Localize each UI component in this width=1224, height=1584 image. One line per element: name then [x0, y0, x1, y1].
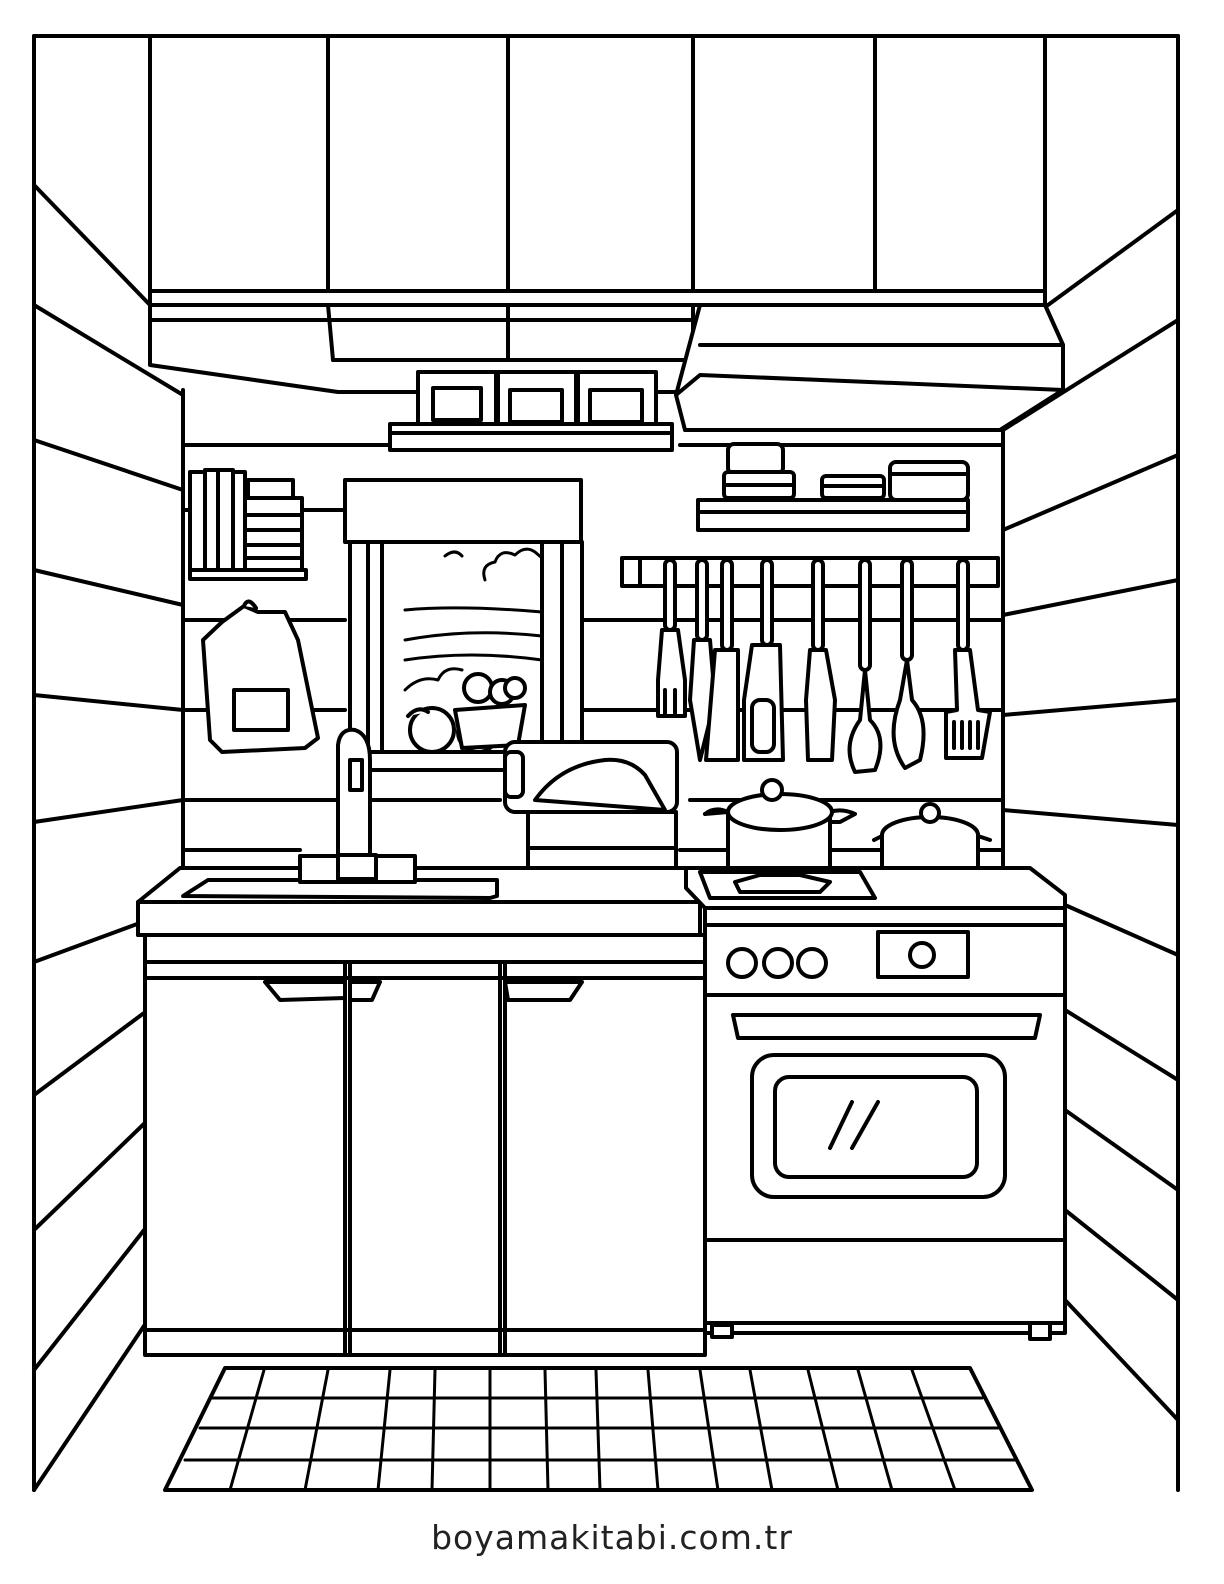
- book-shelf: [188, 468, 308, 581]
- window-landscape: [403, 547, 544, 692]
- rug-grid: [183, 1368, 1017, 1492]
- bread-box: [503, 740, 679, 892]
- floor-rug: [163, 1366, 1034, 1492]
- lower-cabinets: [143, 933, 707, 1357]
- kitchen-window: [343, 478, 585, 772]
- range-hood: [674, 303, 1065, 432]
- website-footer: boyamakitabi.com.tr: [431, 1518, 793, 1557]
- hanging-utensils: [656, 558, 992, 774]
- canister-shelf: [696, 442, 970, 532]
- upper-cabinets: [148, 34, 1047, 394]
- fruit-basket: [406, 672, 527, 754]
- right-wall-panels: [1001, 208, 1180, 1422]
- sink-counter: [136, 727, 702, 937]
- utensil-rail: [620, 556, 1000, 774]
- oven-mitt: [201, 599, 320, 754]
- jar-shelf: [388, 370, 674, 452]
- left-wall-panels: [32, 183, 185, 1492]
- stove-and-oven: [684, 866, 1067, 1341]
